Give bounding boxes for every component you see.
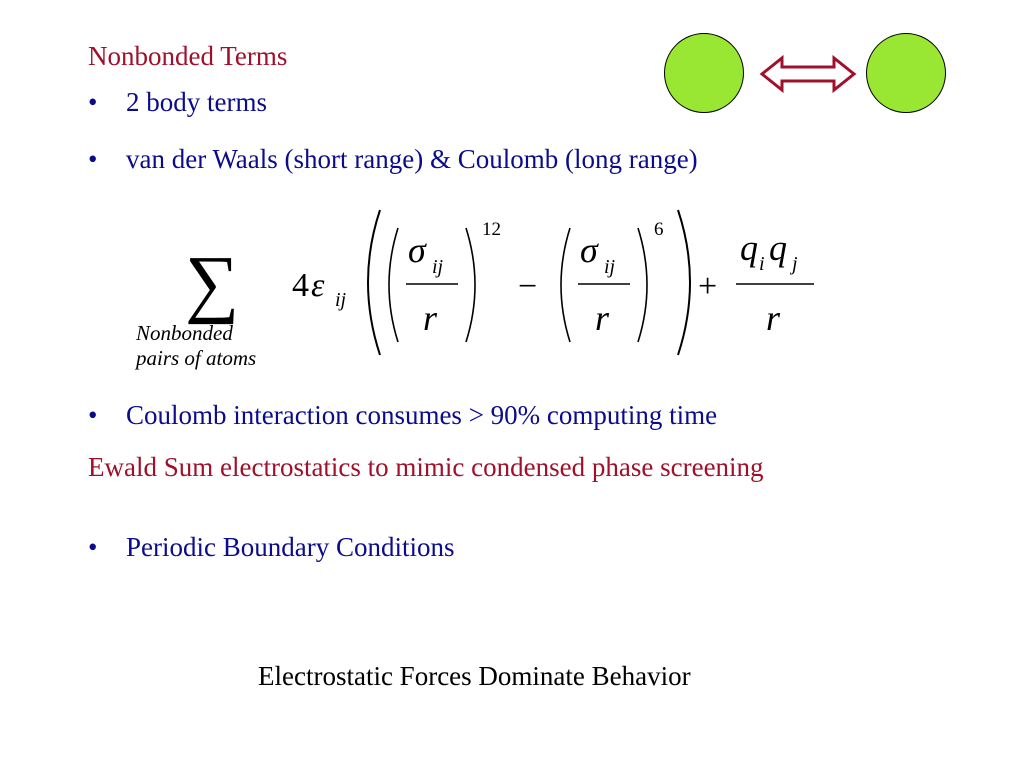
exponent-six: 6	[654, 219, 664, 240]
double-arrow-icon	[759, 54, 857, 94]
term2-sigma: σ	[580, 230, 599, 270]
coefficient-four: 4	[292, 267, 309, 304]
outer-right-paren	[677, 209, 691, 356]
coulomb-qj: q	[769, 228, 787, 268]
term1-sigma: σ	[408, 230, 427, 270]
term1-sigma-subscript: ij	[432, 256, 444, 278]
minus-sign: −	[518, 268, 537, 305]
lennard-jones-coulomb-formula: ∑ Nonbonded pairs of atoms 4 ε ij σ ij r…	[134, 209, 814, 370]
term1-right-paren	[465, 227, 476, 343]
term2-sigma-subscript: ij	[604, 256, 616, 278]
plus-sign: +	[698, 268, 717, 305]
term2-r: r	[595, 298, 610, 338]
summation-symbol: ∑	[185, 241, 239, 325]
atoms-illustration	[660, 30, 950, 115]
ewald-sum-heading: Ewald Sum electrostatics to mimic conden…	[88, 452, 764, 482]
footer-statement: Electrostatic Forces Dominate Behavior	[258, 661, 691, 691]
epsilon-symbol: ε	[311, 267, 325, 304]
coulomb-qj-subscript: j	[789, 253, 798, 275]
outer-left-paren	[367, 209, 381, 356]
bullet-marker: •	[88, 532, 98, 562]
bullet-marker: •	[88, 400, 98, 430]
bullet-text: Coulomb interaction consumes > 90% compu…	[126, 400, 718, 430]
atom-right-circle	[866, 33, 946, 113]
summation-subscript-line2: pairs of atoms	[134, 346, 256, 370]
bullet-marker: •	[88, 87, 98, 117]
summation-subscript-line1: Nonbonded	[135, 321, 233, 345]
exponent-twelve: 12	[482, 219, 501, 240]
coulomb-qi-subscript: i	[759, 253, 765, 275]
coulomb-qi: q	[740, 228, 758, 268]
bullet-text: 2 body terms	[126, 87, 267, 117]
bullet-text: Periodic Boundary Conditions	[126, 532, 455, 562]
term1-r: r	[423, 298, 438, 338]
term2-right-paren	[637, 227, 648, 343]
slide-heading: Nonbonded Terms	[88, 41, 288, 71]
bullet-marker: •	[88, 144, 98, 174]
bullet-text: van der Waals (short range) & Coulomb (l…	[126, 144, 698, 174]
coulomb-r: r	[766, 298, 781, 338]
term1-left-paren	[388, 227, 399, 343]
epsilon-subscript: ij	[335, 289, 347, 311]
atom-left-circle	[664, 33, 744, 113]
term2-left-paren	[560, 227, 571, 343]
